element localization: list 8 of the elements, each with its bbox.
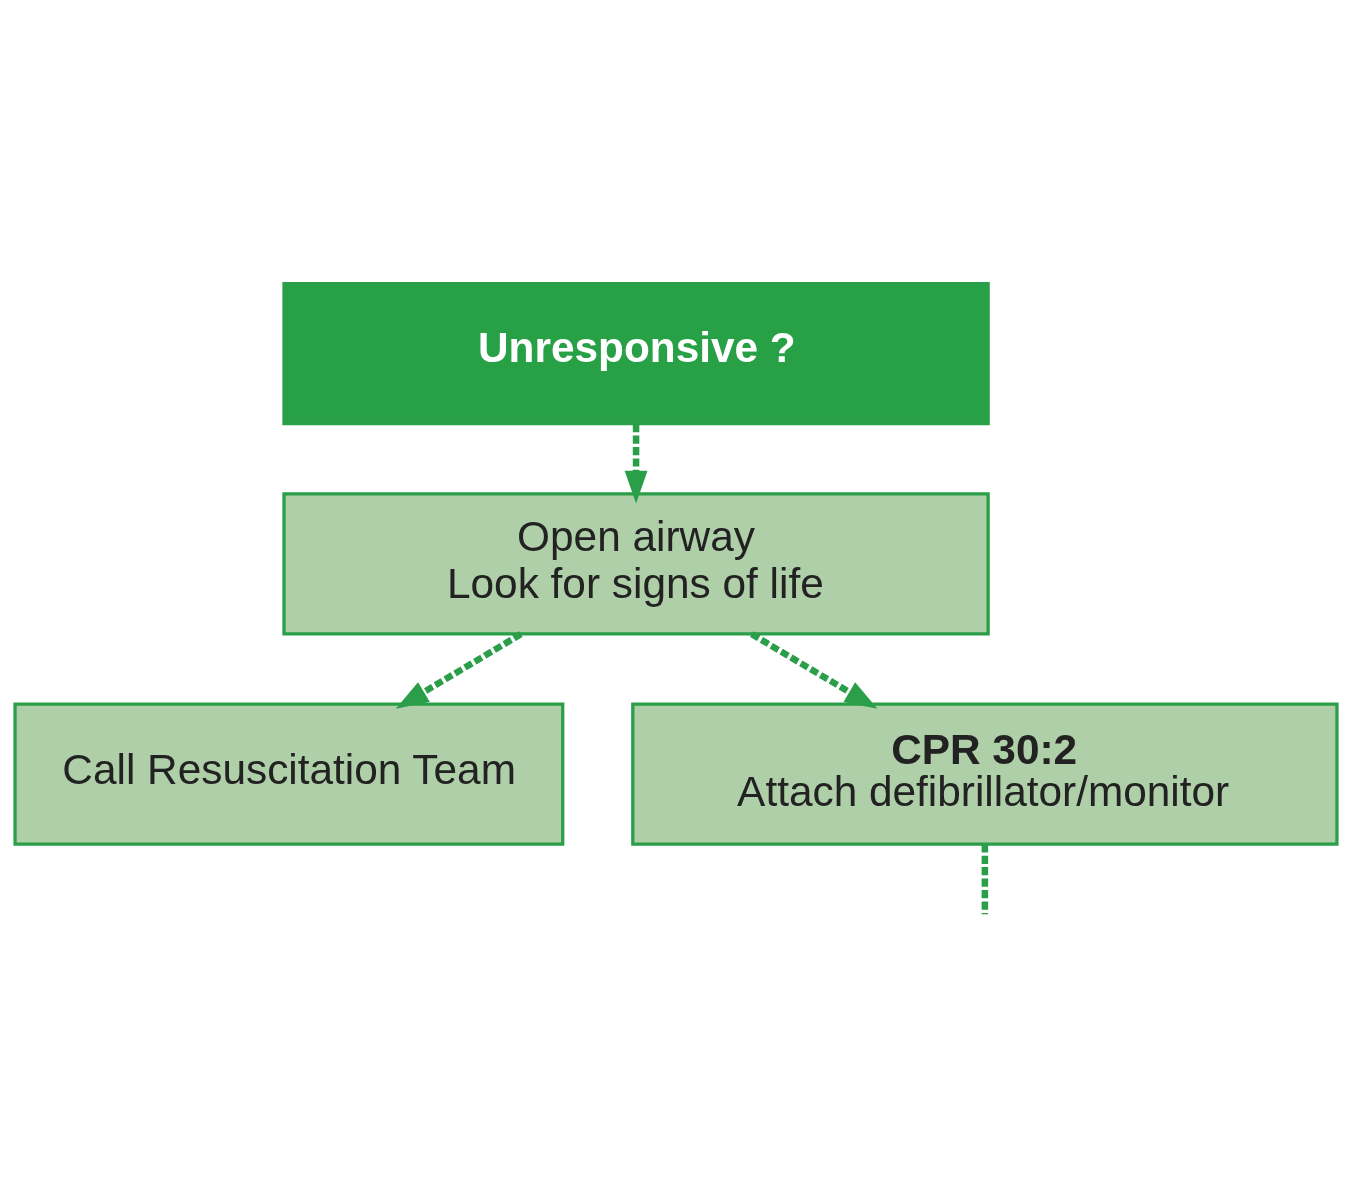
node-box: Unresponsive ? [282,281,990,425]
node-box: Open airway Look for signs of life [282,491,990,636]
arrow [624,423,648,503]
connector [981,843,989,914]
arrow [750,630,878,709]
arrow [395,630,523,709]
node-box: Call Resuscitation Team [13,701,565,846]
node-box: CPR 30:2 Attach defibrillator/monitor [631,701,1339,846]
